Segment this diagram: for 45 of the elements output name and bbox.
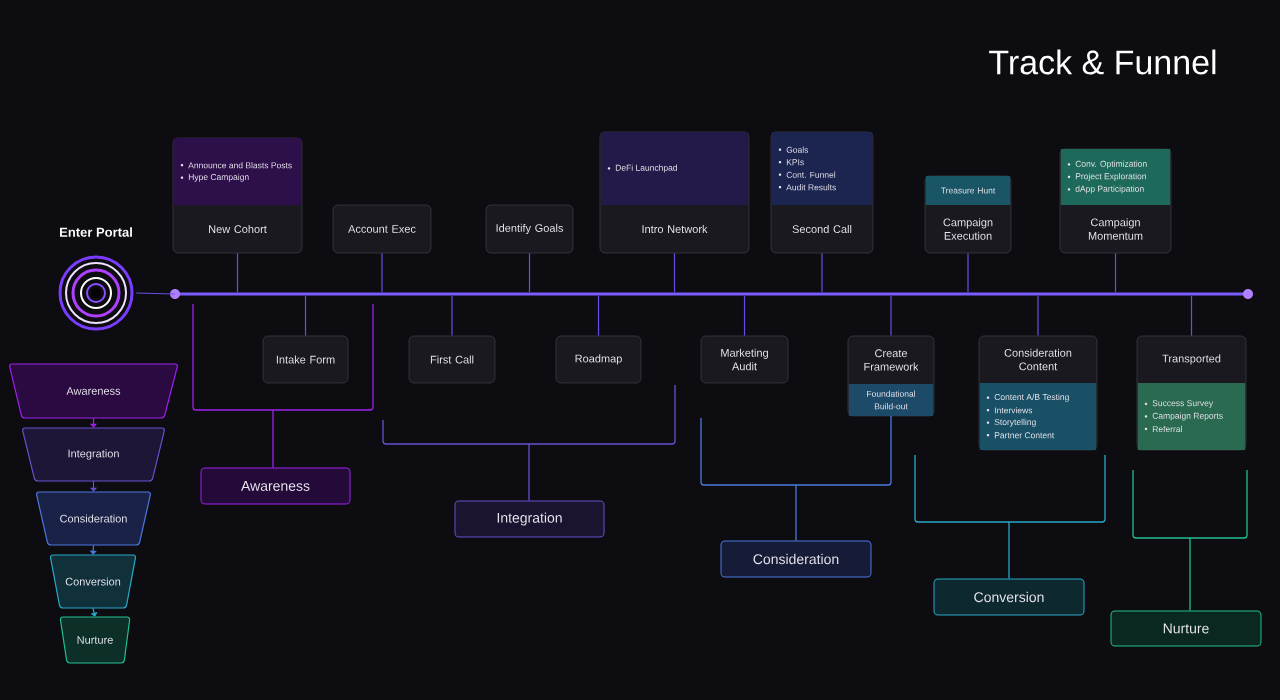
connector <box>91 607 98 617</box>
timeline <box>170 289 1253 299</box>
detail-panel: Conv. Optimization Project Exploration dApp Participation <box>1060 149 1171 205</box>
funnel-stage: Nurture <box>59 616 131 664</box>
funnel-stage: Consideration <box>36 491 151 546</box>
connector <box>1114 252 1117 293</box>
step-card: Account Exec <box>332 204 432 254</box>
detail-panel: Foundational Build-out <box>848 384 934 416</box>
connector <box>304 295 307 337</box>
detail-panel: Success Survey Campaign Reports Referral <box>1137 383 1246 450</box>
connector <box>1037 295 1039 337</box>
connector <box>451 295 453 337</box>
funnel-stage: Awareness <box>9 363 178 419</box>
stage-box: Integration <box>454 500 605 538</box>
stage-box: Consideration <box>720 540 872 578</box>
step-card: Intake Form <box>262 335 349 384</box>
title: Track & Funnel <box>989 49 1216 75</box>
funnel-stage: Integration <box>22 427 165 482</box>
connector <box>381 252 383 293</box>
connector <box>967 252 969 293</box>
step-card: First Call <box>408 335 496 384</box>
step-card: Identify Goals <box>485 204 574 254</box>
detail-panel: Content A/B Testing Interviews Storytelling Partner Content <box>979 383 1097 450</box>
connector <box>90 544 97 555</box>
stage-box: Awareness <box>200 467 351 505</box>
step-card: Marketing Audit <box>700 335 789 384</box>
detail-panel: DeFi Launchpad <box>600 132 749 205</box>
connector <box>890 295 892 337</box>
connector <box>135 292 176 295</box>
connector <box>597 295 600 337</box>
detail-panel: Goals KPIs Cont. Funnel Audit Results <box>771 132 873 205</box>
connector <box>673 252 676 293</box>
connector <box>743 295 746 337</box>
step-card: Roadmap <box>555 335 642 384</box>
connector <box>90 480 97 492</box>
portal-label: Enter Portal <box>60 227 132 237</box>
connector <box>90 417 97 428</box>
detail-panel: Treasure Hunt <box>925 176 1011 205</box>
connector <box>236 252 239 293</box>
stage-box: Nurture <box>1110 610 1262 647</box>
detail-panel: Announce and Blasts Posts Hype Campaign <box>173 138 302 205</box>
connector <box>821 252 823 293</box>
connector <box>1190 295 1193 337</box>
connector <box>528 252 531 293</box>
stage-box: Conversion <box>933 578 1085 616</box>
